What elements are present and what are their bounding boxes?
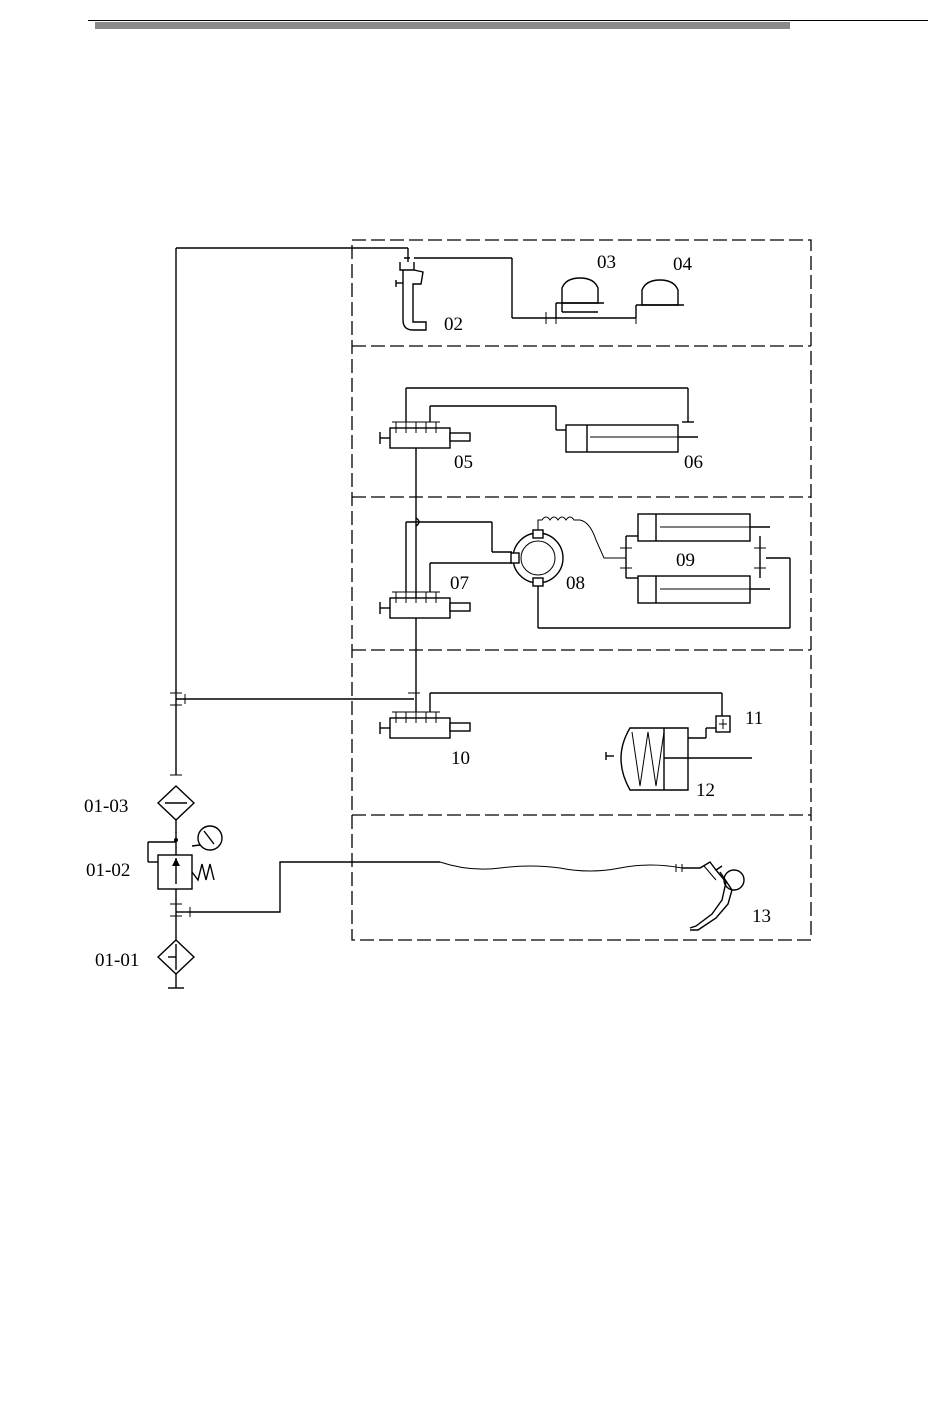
component-06-cylinder [566, 422, 698, 452]
label-03: 03 [597, 252, 616, 273]
component-01-02-regulator [148, 826, 222, 940]
component-01-01-filter [158, 940, 194, 988]
label-05: 05 [454, 452, 473, 473]
label-11: 11 [745, 708, 763, 729]
label-01-03: 01-03 [84, 796, 128, 817]
label-10: 10 [451, 748, 470, 769]
label-13: 13 [752, 906, 771, 927]
component-13-blow-gun [190, 862, 744, 930]
label-08: 08 [566, 573, 585, 594]
label-07: 07 [450, 573, 469, 594]
label-04: 04 [673, 254, 693, 275]
label-01-02: 01-02 [86, 860, 130, 881]
label-02: 02 [444, 314, 463, 335]
supply-line [170, 248, 414, 775]
component-01-03-filter [158, 786, 194, 855]
label-06: 06 [684, 452, 703, 473]
manifold-riser [416, 448, 419, 712]
component-11-valve [688, 716, 730, 738]
component-04-cup [636, 280, 684, 318]
label-01-01: 01-01 [95, 950, 139, 971]
component-09-cylinders [620, 514, 770, 603]
component-03-cup [556, 278, 604, 318]
component-07-manifold [380, 522, 512, 618]
label-09: 09 [676, 550, 695, 571]
component-12-spring-cylinder [606, 728, 752, 790]
label-12: 12 [696, 780, 715, 801]
